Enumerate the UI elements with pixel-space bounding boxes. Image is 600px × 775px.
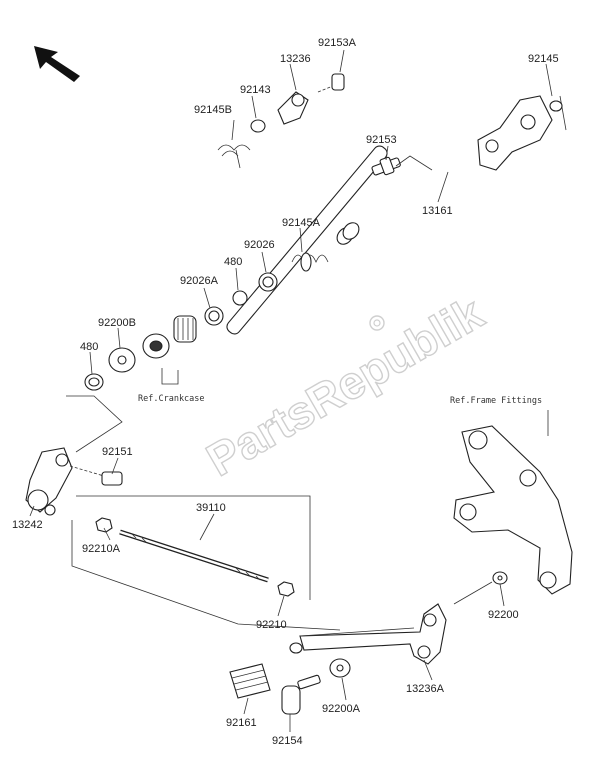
leader-480	[66, 395, 123, 453]
ref-crankcase: Ref.Crankcase	[138, 394, 205, 404]
nut-92210	[277, 581, 295, 597]
label-92210: 92210	[256, 619, 287, 631]
label-13236: 13236	[280, 53, 311, 65]
washer-92145	[549, 100, 563, 112]
lever-13236	[277, 91, 309, 125]
label-92210A: 92210A	[82, 543, 121, 555]
label-13161: 13161	[422, 205, 453, 217]
leader-lines	[29, 49, 553, 732]
spring-92145A	[291, 252, 329, 272]
label-92200: 92200	[488, 609, 519, 621]
frame-fitting	[453, 410, 573, 595]
circlip-92026A	[204, 306, 224, 326]
label-92145B: 92145B	[194, 104, 232, 116]
label-480-lower: 480	[80, 341, 98, 353]
shift-arm-13242	[25, 447, 73, 516]
needle-bearing	[173, 315, 197, 343]
label-92200B: 92200B	[98, 317, 136, 329]
label-92143: 92143	[240, 84, 271, 96]
label-92161: 92161	[226, 717, 257, 729]
watermark-gear-icon	[369, 315, 385, 331]
part-labels: 92153A 13236 92143 92145B 92145 92153 13…	[12, 37, 559, 747]
label-13236A: 13236A	[406, 683, 445, 695]
washer-92200B	[108, 347, 136, 373]
arrow-up-left-icon	[34, 46, 80, 82]
label-92153: 92153	[366, 134, 397, 146]
label-13242: 13242	[12, 519, 43, 531]
label-92200A: 92200A	[322, 703, 361, 715]
shift-pedal-13236A	[289, 603, 447, 665]
washer-92200A	[329, 658, 351, 678]
crankcase-bracket	[161, 368, 179, 385]
oil-seal	[142, 333, 170, 359]
tie-rod-39110	[119, 529, 269, 583]
label-480-upper: 480	[224, 256, 242, 268]
bolt-92153A	[317, 73, 345, 93]
spring-92145B	[217, 144, 251, 169]
label-92026: 92026	[244, 239, 275, 251]
bolt-92154	[281, 674, 321, 715]
label-92145A: 92145A	[282, 217, 321, 229]
circlip-92026	[258, 272, 278, 292]
label-92151: 92151	[102, 446, 133, 458]
ref-frame-fittings: Ref.Frame Fittings	[450, 396, 542, 406]
bolt-92153	[371, 156, 401, 176]
bolt-92151	[69, 465, 123, 486]
collar-92143	[250, 119, 266, 133]
label-92145: 92145	[528, 53, 559, 65]
label-92154: 92154	[272, 735, 303, 747]
tie-rod-bracket	[71, 495, 341, 631]
circlip-480-lower	[84, 373, 104, 391]
label-39110: 39110	[196, 502, 226, 514]
label-92153A: 92153A	[318, 37, 357, 49]
label-92026A: 92026A	[180, 275, 219, 287]
washer-92200	[453, 571, 508, 605]
pedal-rubber-92161	[229, 663, 271, 699]
shift-shaft-13161	[226, 95, 567, 335]
nut-92210A	[95, 517, 113, 533]
circlip-480-upper	[232, 290, 248, 306]
